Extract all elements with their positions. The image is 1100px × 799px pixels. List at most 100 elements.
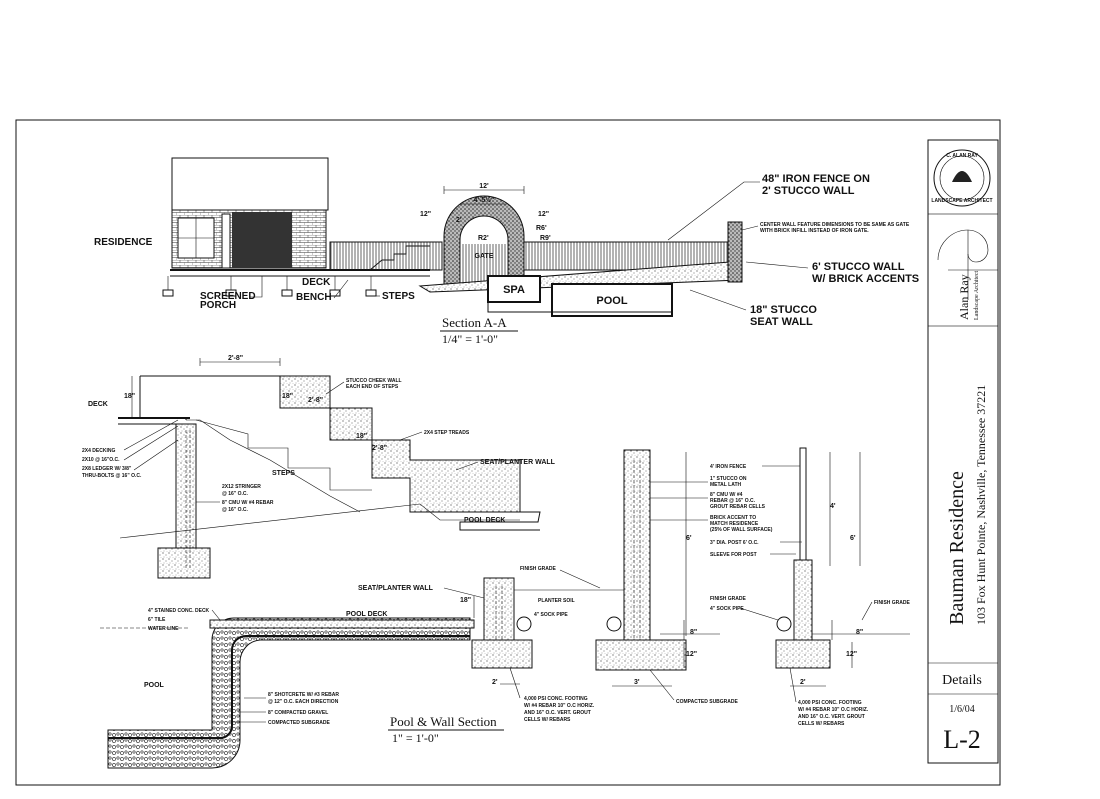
iron-fence-2-label: 2' STUCCO WALL [762, 185, 855, 197]
sheet-number: L-2 [943, 725, 981, 754]
pool-deck-label: POOL DECK [464, 517, 506, 524]
stucco-wall-2-label: W/ BRICK ACCENTS [812, 273, 919, 285]
stucco-1-label: 1" STUCCO ON [710, 476, 747, 482]
spa-label: SPA [503, 284, 525, 296]
step-detail: 2'-8" 18" 18" 2'-8" 18" 2'-8" DECK 2X4 D… [82, 355, 556, 579]
pool-deck-label: POOL DECK [346, 611, 388, 618]
screened-porch [232, 212, 292, 268]
brick-3-label: (25% OF WALL SURFACE) [710, 527, 773, 533]
pool-label: POOL [596, 295, 627, 307]
seat-wall-1-label: 18" STUCCO [750, 304, 817, 316]
residence-label: RESIDENCE [94, 237, 153, 248]
footing-2-label: W/ #4 REBAR 10" O.C HORIZ. [524, 703, 595, 709]
title-block-border [927, 139, 999, 764]
d4-label: 4' [830, 503, 836, 510]
1-label: LANDSCAPE ARCHITECT [931, 198, 992, 204]
section-aa-title: Section A-A [442, 315, 507, 330]
joist-label: 2X10 @ 16"O.C. [82, 457, 120, 463]
sock-pipe-2-label: 4" SOCK PIPE [710, 606, 744, 612]
d3-label: 3' [634, 679, 640, 686]
right-12-label: 12" [538, 211, 549, 218]
seat-planter-label: SEAT/PLANTER WALL [480, 459, 556, 466]
d6b-label: 6' [850, 535, 856, 542]
brick-1-label: BRICK ACCENT TO [710, 515, 756, 521]
pool-section [551, 283, 673, 317]
center-wall-2-label: WITH BRICK INFILL INSTEAD OF IRON GATE. [760, 228, 869, 234]
stucco-steps [140, 375, 521, 513]
d8b-label: 8" [856, 629, 863, 636]
cmu-2-label: @ 16" O.C. [222, 507, 248, 513]
footing-4-label: CELLS W/ REBARS [524, 717, 571, 723]
water-line-label: WATER LINE [148, 626, 179, 632]
planter-soil-label: PLANTER SOIL [538, 598, 575, 604]
width-4-5-label: 4'-5½" [474, 196, 495, 204]
steps-label: STEPS [382, 291, 415, 302]
r2-label: R2' [478, 235, 489, 242]
steps-label: STEPS [272, 470, 295, 477]
stucco-wall-6ft [623, 449, 651, 643]
stained-deck-label: 4" STAINED CONC. DECK [148, 608, 210, 614]
firm-subtitle: Landscape Architect [974, 271, 980, 320]
d12b-label: 12" [846, 651, 857, 658]
footing-4-label: CELLS W/ REBARS [798, 721, 845, 727]
d8a-label: 8" [690, 629, 697, 636]
brick-2-label: MATCH RESIDENCE [710, 521, 759, 527]
d12a-label: 12" [686, 651, 697, 658]
cheek-1-label: STUCCO CHEEK WALL [346, 378, 402, 384]
right-18a-label: 18" [282, 393, 293, 400]
ledger-2-label: THRU-BOLTS @ 16" O.C. [82, 473, 142, 479]
sheet-border [15, 119, 1001, 786]
decking-label: 2X4 DECKING [82, 448, 115, 454]
width-12-label: 12' [479, 183, 489, 190]
r9-label: R9' [540, 235, 551, 242]
sheet-title: Details [942, 673, 982, 688]
finish-grade-3-label: FINISH GRADE [874, 600, 911, 606]
gate-arch [443, 195, 525, 287]
right-18b-label: 18" [356, 433, 367, 440]
section-aa: GATE SPA POOL 12' 4'-5½" 12" 12" 2' R2' … [94, 157, 919, 346]
spa [487, 275, 541, 303]
footing-2-label: W/ #4 REBAR 10" O.C HORIZ. [798, 707, 869, 713]
sleeve-label: SLEEVE FOR POST [710, 552, 757, 558]
sheet-date: 1/6/04 [949, 704, 975, 715]
left-18-label: 18" [124, 393, 135, 400]
cmu-3-label: GROUT REBAR CELLS [710, 504, 766, 510]
compacted-subgrade-label: COMPACTED SUBGRADE [676, 699, 739, 705]
d18-label: 18" [460, 597, 471, 604]
shotcrete-2-label: @ 12" O.C. EACH DIRECTION [268, 699, 339, 705]
tile-label: 6" TILE [148, 617, 166, 623]
stringer-1-label: 2X12 STRINGER [222, 484, 261, 490]
right-28a-label: 2'-8" [308, 397, 323, 404]
iron-fence-label: 4' IRON FENCE [710, 464, 747, 470]
shotcrete-1-label: 8" SHOTCRETE W/ #3 REBAR [268, 692, 339, 698]
footing-3-label: AND 16" O.C. VERT. GROUT [798, 714, 865, 720]
fence-post [799, 447, 807, 561]
d2b-label: 2' [800, 679, 806, 686]
deck-label: DECK [88, 401, 108, 408]
center-wall-1-label: CENTER WALL FEATURE DIMENSIONS TO BE SAM… [760, 222, 910, 228]
stringer-2-label: @ 16" O.C. [222, 491, 248, 497]
treads-label: 2X4 STEP TREADS [424, 430, 470, 436]
seat-wall-2-label: SEAT WALL [750, 316, 813, 328]
stucco-2-label: METAL LATH [710, 482, 741, 488]
post-label: 3" DIA. POST 6' O.C. [710, 540, 759, 546]
screened-porch-2-label: PORCH [200, 300, 236, 311]
residence-roof [171, 157, 329, 211]
two-label: 2' [456, 217, 462, 224]
firm-seal: C. ALAN RAY LANDSCAPE ARCHITECT [931, 149, 993, 207]
r6-label: R6' [536, 225, 547, 232]
stucco-wall-1-label: 6' STUCCO WALL [812, 261, 905, 273]
gate-label: GATE [475, 253, 494, 260]
section-aa-scale: 1/4" = 1'-0" [442, 332, 498, 346]
gravel-label: 8" COMPACTED GRAVEL [268, 710, 328, 716]
bench-label: BENCH [296, 292, 332, 303]
project-address: 103 Fox Hunt Pointe, Nashville, Tennesse… [974, 385, 988, 625]
footing-1-label: 4,000 PSI CONC. FOOTING [798, 700, 862, 706]
iron-fence-right [519, 241, 729, 271]
ledger-1-label: 2X8 LEDGER W/ 3/8" [82, 466, 132, 472]
right-28b-label: 2'-8" [372, 445, 387, 452]
footing-3-label: AND 16" O.C. VERT. GROUT [524, 710, 591, 716]
seat-planter-label: SEAT/PLANTER WALL [358, 585, 434, 592]
pool-label: POOL [144, 682, 165, 689]
